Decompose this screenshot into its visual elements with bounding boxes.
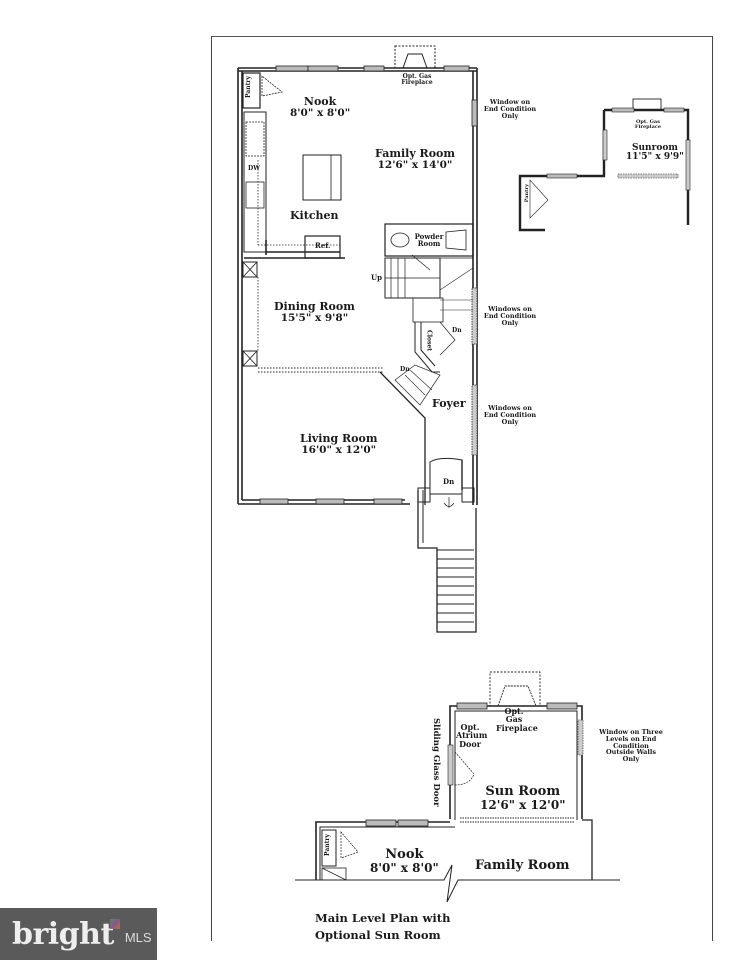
room-label-option-family-room: Family Room bbox=[475, 858, 570, 873]
document-frame bbox=[211, 36, 713, 941]
label-closet: Closet bbox=[425, 330, 433, 352]
room-label-nook: Nook 8'0" x 8'0" bbox=[290, 95, 351, 119]
room-label-dining-room: Dining Room 15'5" x 9'8" bbox=[274, 300, 355, 324]
bright-mls-watermark: bright MLS bbox=[0, 908, 157, 960]
room-label-option-nook: Nook 8'0" x 8'0" bbox=[370, 847, 439, 875]
room-label-family-room: Family Room 12'6" x 14'0" bbox=[375, 147, 456, 171]
note-window-end-condition-1: Window on End Condition Only bbox=[483, 98, 537, 120]
label-refrigerator: Ref. bbox=[315, 241, 331, 250]
brand-spark-icon bbox=[109, 919, 120, 929]
label-pantry: Pantry bbox=[245, 76, 252, 99]
inset-label-fireplace: Opt. Gas Fireplace bbox=[634, 119, 662, 131]
room-label-foyer: Foyer bbox=[432, 397, 466, 410]
label-stairs-down-1: Dn bbox=[452, 327, 462, 334]
note-window-end-condition-2: Windows on End Condition Only bbox=[483, 305, 537, 327]
label-stairs-up: Up bbox=[371, 273, 382, 282]
room-label-powder-room: Powder Room bbox=[414, 232, 444, 249]
label-stairs-down-3: Dn bbox=[443, 477, 455, 486]
option-note-window-three-levels: Window on Three Levels on End Condition … bbox=[599, 728, 663, 764]
note-window-end-condition-3: Windows on End Condition Only bbox=[483, 404, 537, 426]
plan-caption: Main Level Plan with Optional Sun Room bbox=[315, 911, 451, 942]
label-fireplace: Opt. Gas Fireplace bbox=[401, 73, 433, 87]
inset-room-label-sunroom: Sunroom 11'5" x 9'9" bbox=[626, 143, 684, 163]
option-label-atrium-door: Opt. Atrium Door bbox=[456, 722, 488, 749]
option-label-fireplace: Opt. Gas Fireplace bbox=[496, 706, 538, 733]
brand-wordmark: bright bbox=[12, 916, 114, 952]
label-dishwasher: DW bbox=[248, 165, 260, 172]
room-label-sun-room: Sun Room 12'6" x 12'0" bbox=[480, 784, 566, 812]
room-label-kitchen: Kitchen bbox=[290, 209, 339, 222]
room-label-living-room: Living Room 16'0" x 12'0" bbox=[300, 432, 378, 456]
inset-label-pantry: Pantry bbox=[524, 184, 530, 203]
option-label-pantry: Pantry bbox=[324, 834, 331, 857]
label-stairs-down-2: Dn bbox=[400, 366, 410, 373]
brand-suffix: MLS bbox=[124, 930, 152, 945]
option-label-sliding-glass-door: Sliding Glass Door bbox=[430, 718, 441, 807]
